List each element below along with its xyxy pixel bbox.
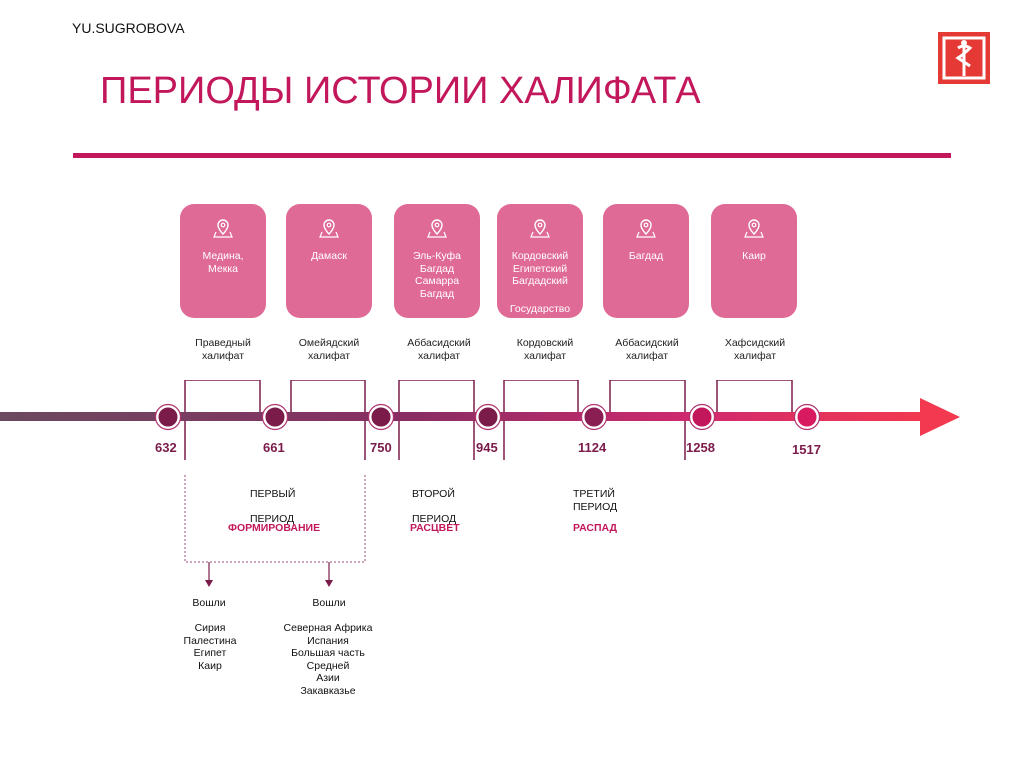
capital-card: Дамаск [286, 204, 372, 318]
conquest-list: Северная Африка Испания Большая часть Ср… [283, 622, 373, 697]
map-pin-icon [744, 219, 764, 238]
caliphate-bracket [290, 380, 366, 417]
period-name: РАСПАД [573, 522, 617, 534]
map-pin-icon [530, 219, 550, 238]
year-label: 632 [155, 440, 177, 455]
title-divider [73, 153, 951, 158]
period-box [398, 415, 475, 460]
caliphate-bracket [184, 380, 261, 417]
year-marker [794, 404, 820, 430]
year-marker [475, 404, 501, 430]
capital-card: Медина, Мекка [180, 204, 266, 318]
capital-card: Каир [711, 204, 797, 318]
conquest-heading: Вошли [192, 597, 226, 609]
year-marker [262, 404, 288, 430]
year-label: 750 [370, 440, 392, 455]
first-period-extension [184, 475, 366, 587]
capital-card: Багдад [603, 204, 689, 318]
page-title: ПЕРИОДЫ ИСТОРИИ ХАЛИФАТА [100, 70, 701, 112]
caliphate-label: Аббасидский халифат [615, 337, 679, 362]
map-pin-icon [319, 219, 339, 238]
caliphate-label: Омейядский халифат [298, 337, 360, 362]
year-label: 661 [263, 440, 285, 455]
author-label: YU.SUGROBOVA [72, 20, 185, 36]
capital-extra: Государство [509, 303, 571, 315]
conquest-list: Сирия Палестина Египет Каир [183, 622, 237, 672]
arrow-down-icon [205, 580, 213, 587]
capital-card: Эль-Куфа Багдад Самарра Багдад [394, 204, 480, 318]
caliphate-label: Праведный халифат [195, 337, 251, 362]
caliphate-label: Кордовский халифат [516, 337, 574, 362]
capital-name: Каир [742, 250, 766, 262]
year-marker [689, 404, 715, 430]
period-label: ПЕРВЫЙ ПЕРИОД [250, 488, 296, 525]
capital-name: Кордовский Египетский Багдадский [511, 250, 569, 287]
caliphate-bracket [609, 380, 686, 417]
period-label: ТРЕТИЙ ПЕРИОД [573, 488, 618, 513]
map-pin-icon [636, 219, 656, 238]
period-name: РАСЦВЕТ [410, 522, 460, 534]
year-marker [155, 404, 181, 430]
timeline-bar [0, 412, 925, 421]
arrow-down-icon [325, 580, 333, 587]
capital-name: Багдад [628, 250, 664, 262]
conquest-heading: Вошли [312, 597, 346, 609]
timeline-diagram [0, 380, 960, 460]
caliphate-bracket [716, 380, 793, 417]
year-label: 1124 [578, 440, 607, 455]
map-pin-icon [427, 219, 447, 238]
map-pin-icon [213, 219, 233, 238]
capital-card: Кордовский Египетский Багдадский Государ… [497, 204, 583, 318]
year-label: 945 [476, 440, 498, 455]
period-label: ВТОРОЙ ПЕРИОД [412, 488, 457, 525]
year-label: 1258 [686, 440, 715, 455]
timeline-arrowhead [920, 398, 960, 436]
period-name: ФОРМИРОВАНИЕ [228, 522, 321, 534]
caliphate-bracket [503, 380, 579, 417]
year-label: 1517 [792, 442, 821, 457]
capital-name: Эль-Куфа Багдад Самарра Багдад [412, 250, 462, 300]
year-marker [368, 404, 394, 430]
year-marker [581, 404, 607, 430]
caliphate-label: Хафсидский халифат [724, 337, 786, 362]
capital-name: Дамаск [311, 250, 347, 262]
capital-name: Медина, Мекка [202, 250, 244, 275]
medical-logo-icon [938, 32, 990, 84]
caliphate-bracket [398, 380, 475, 417]
caliphate-label: Аббасидский халифат [407, 337, 471, 362]
